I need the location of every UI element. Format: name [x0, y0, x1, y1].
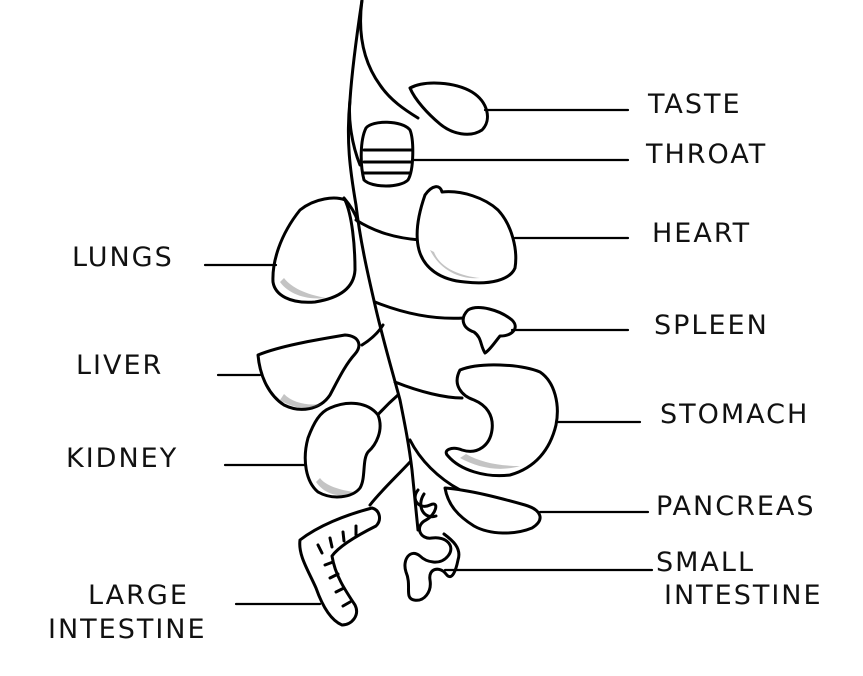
label-small-intestine-line1: SMALL	[656, 547, 755, 578]
small-intestine-organ	[403, 488, 461, 602]
throat-organ	[359, 120, 415, 188]
labels: TASTE THROAT HEART SPLEEN STOMACH PANCRE…	[48, 89, 823, 645]
large-intestine-organ	[298, 460, 412, 627]
label-large-intestine-line2: INTESTINE	[48, 614, 207, 645]
label-taste: TASTE	[647, 89, 742, 120]
label-large-intestine-line1: LARGE	[88, 580, 189, 611]
lungs-organ	[271, 196, 360, 304]
label-heart: HEART	[652, 218, 751, 249]
stomach-organ	[393, 363, 559, 478]
label-lungs: LUNGS	[72, 242, 174, 273]
label-spleen: SPLEEN	[654, 310, 769, 341]
liver-organ	[256, 323, 385, 411]
pancreas-organ	[408, 438, 542, 535]
label-pancreas: PANCREAS	[656, 491, 816, 522]
label-small-intestine-line2: INTESTINE	[664, 580, 823, 611]
leader-lines	[203, 108, 654, 606]
tongue-organ	[408, 81, 489, 136]
label-liver: LIVER	[76, 350, 163, 381]
heart-organ	[354, 185, 518, 285]
kidney-organ	[303, 393, 400, 499]
label-stomach: STOMACH	[660, 399, 809, 430]
label-kidney: KIDNEY	[66, 443, 178, 474]
spleen-organ	[373, 300, 517, 355]
label-throat: THROAT	[645, 139, 767, 170]
